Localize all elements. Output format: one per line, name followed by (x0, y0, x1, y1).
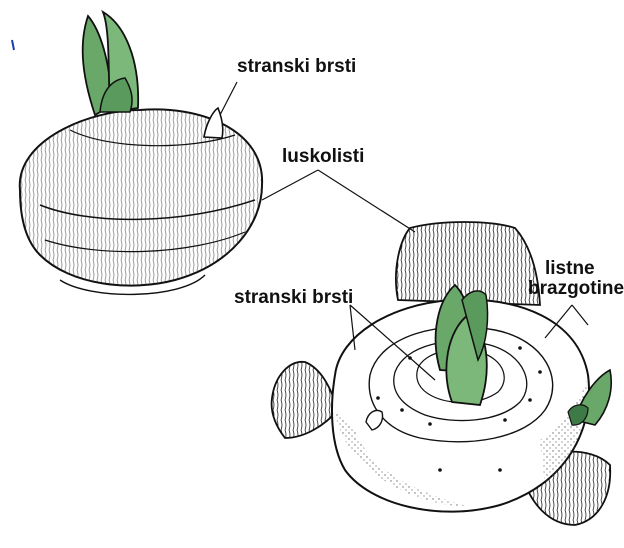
leader-luskolisti-right (318, 170, 415, 232)
peeled-scale-back (396, 222, 540, 305)
label-listne-brazgotine-line2: brazgotine (528, 278, 624, 299)
label-stranski-brsti-bottom: stranski brsti (234, 287, 353, 308)
label-listne-brazgotine-line1: listne (545, 258, 595, 279)
label-stranski-brsti-top: stranski brsti (237, 56, 356, 77)
leader-stranski-brsti-top (220, 82, 237, 115)
leader-listne-b (572, 305, 588, 325)
peeled-scale-left (272, 362, 338, 438)
whole-bulb (20, 12, 262, 294)
label-luskolisti: luskolisti (282, 146, 364, 167)
leader-luskolisti-left (262, 170, 318, 200)
